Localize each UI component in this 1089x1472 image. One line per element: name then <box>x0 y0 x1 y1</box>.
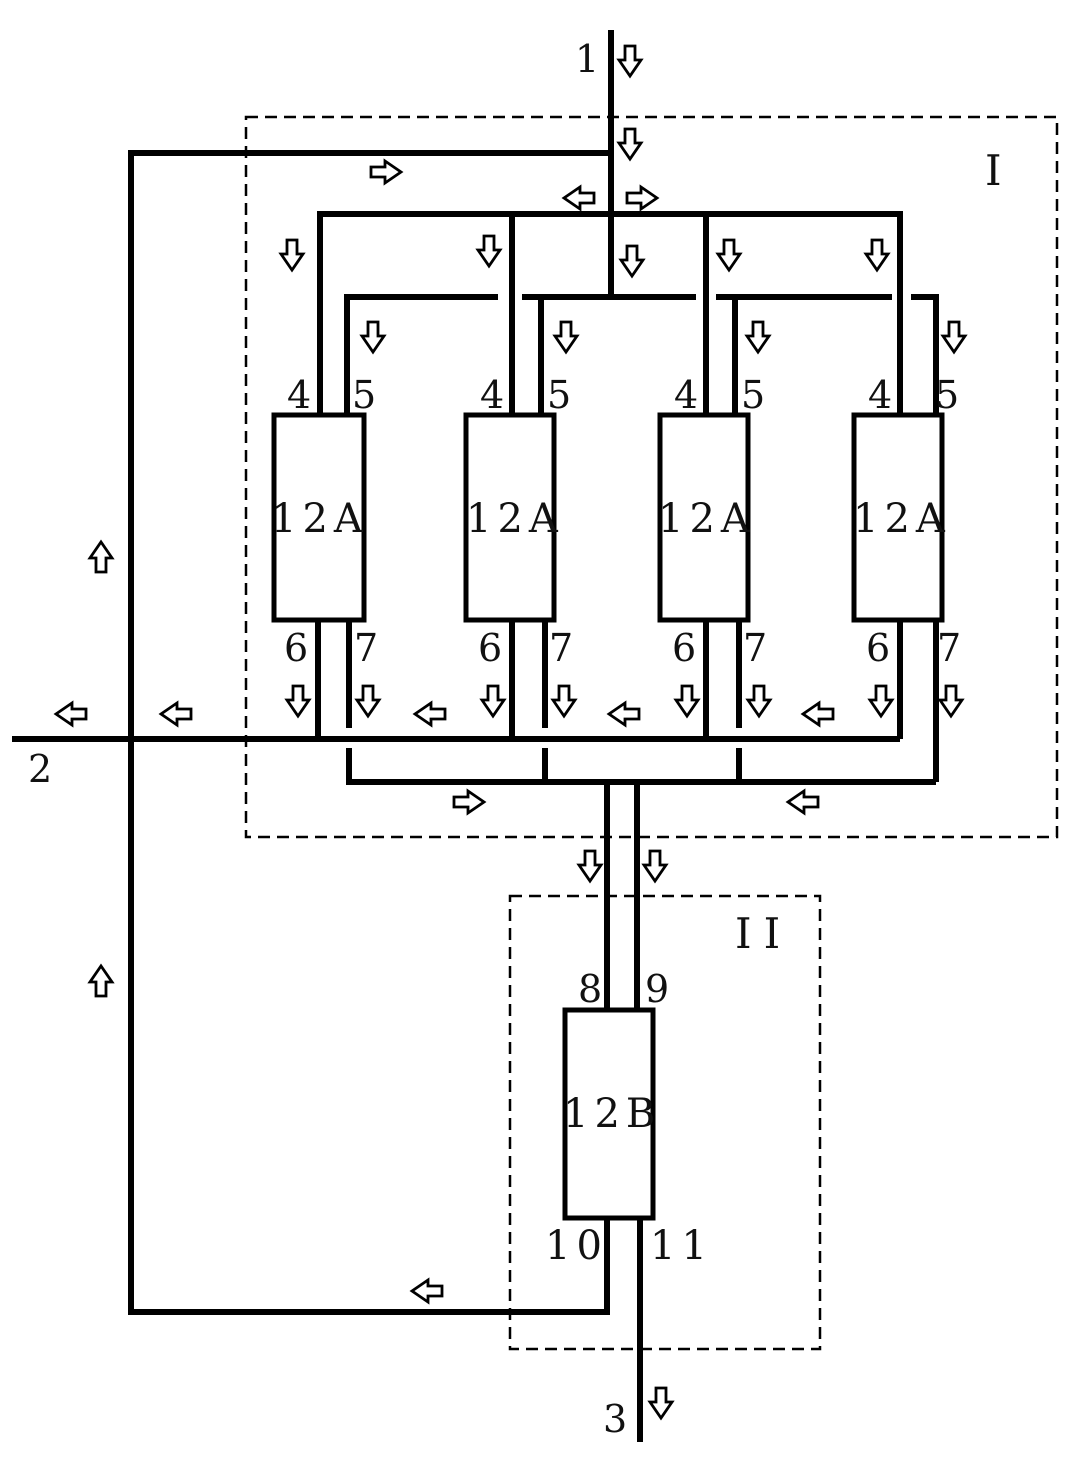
flow-arrow-down-icon <box>648 1386 674 1420</box>
port-label: 7 <box>743 626 767 670</box>
port-label: 4 <box>480 373 504 417</box>
header-port-5-unit-1 <box>344 294 498 415</box>
flow-arrow-down-icon <box>551 684 577 718</box>
recycle-pipe <box>128 150 611 1315</box>
flow-arrow-down-icon <box>480 684 506 718</box>
flow-arrow-up-icon <box>88 540 114 574</box>
region-stage-2-boundary <box>508 894 822 1351</box>
port-label: 5 <box>352 373 376 417</box>
flow-arrow-down-icon <box>617 127 643 161</box>
port-label: 9 <box>645 967 669 1011</box>
flow-arrow-left-icon <box>786 789 820 815</box>
flow-arrow-down-icon <box>476 234 502 268</box>
header-port-4 <box>317 211 903 415</box>
unit-12a-3: 12A 4 5 6 7 <box>657 373 767 670</box>
flow-arrow-left-icon <box>562 185 596 211</box>
flow-arrow-down-icon <box>553 320 579 354</box>
outlet-7-header <box>346 748 936 785</box>
flow-arrow-down-icon <box>577 849 603 883</box>
flow-arrow-down-icon <box>868 684 894 718</box>
unit-12a-2: 12A 4 5 6 7 <box>463 373 573 670</box>
flow-arrow-down-icon <box>355 684 381 718</box>
port-label: 5 <box>935 373 959 417</box>
unit-12b: 12B 8 9 10 11 <box>545 967 713 1269</box>
flow-arrow-down-icon <box>619 244 645 278</box>
flow-arrow-down-icon <box>674 684 700 718</box>
port-label: 6 <box>866 626 890 670</box>
flow-arrow-right-icon <box>369 159 403 185</box>
flow-arrow-down-icon <box>360 320 386 354</box>
unit-label: 12B <box>563 1091 661 1137</box>
flow-arrow-down-icon <box>864 238 890 272</box>
unit-label: 12A <box>466 496 564 542</box>
region-stage-1-label: I <box>985 146 1014 195</box>
port-label: 8 <box>578 967 602 1011</box>
flow-arrow-down-icon <box>617 44 643 78</box>
flow-arrow-left-icon <box>413 701 447 727</box>
flow-arrow-down-icon <box>279 238 305 272</box>
header-port-5-unit-4 <box>911 294 939 415</box>
flow-arrow-left-icon <box>801 701 835 727</box>
unit-12a-1: 12A 4 5 6 7 <box>271 373 378 670</box>
port-label: 4 <box>868 373 892 417</box>
unit-label: 12A <box>658 496 756 542</box>
flow-arrow-down-icon <box>745 320 771 354</box>
region-stage-1-boundary <box>244 115 1059 839</box>
port-label: 6 <box>672 626 696 670</box>
port-label: 11 <box>650 1223 713 1269</box>
outlet-side-label: 2 <box>28 747 52 791</box>
flow-arrow-left-icon <box>159 701 193 727</box>
unit-12a-4: 12A 4 5 6 7 <box>851 373 961 670</box>
port-label: 10 <box>545 1223 608 1269</box>
port-label: 7 <box>549 626 573 670</box>
flow-arrow-left-icon <box>410 1278 444 1304</box>
port-label: 4 <box>674 373 698 417</box>
flow-arrow-down-icon <box>716 238 742 272</box>
outlet-bottom-label: 3 <box>603 1397 627 1441</box>
port-label: 5 <box>547 373 571 417</box>
flow-arrow-right-icon <box>452 789 486 815</box>
flow-arrow-down-icon <box>746 684 772 718</box>
port-label: 7 <box>937 626 961 670</box>
port-label: 6 <box>284 626 308 670</box>
flow-arrow-left-icon <box>607 701 641 727</box>
port-label: 4 <box>287 373 311 417</box>
port-label: 5 <box>741 373 765 417</box>
flow-arrow-left-icon <box>54 701 88 727</box>
flow-arrow-down-icon <box>941 320 967 354</box>
unit-label: 12A <box>271 496 369 542</box>
flow-arrow-right-icon <box>625 185 659 211</box>
unit-label: 12A <box>853 496 951 542</box>
flow-arrow-down-icon <box>642 849 668 883</box>
feed-label: 1 <box>575 37 599 81</box>
flow-arrow-up-icon <box>88 964 114 998</box>
port-label: 6 <box>478 626 502 670</box>
flow-arrow-down-icon <box>938 684 964 718</box>
region-stage-2-label: II <box>735 909 792 958</box>
flow-arrow-down-icon <box>285 684 311 718</box>
port-label: 7 <box>354 626 378 670</box>
